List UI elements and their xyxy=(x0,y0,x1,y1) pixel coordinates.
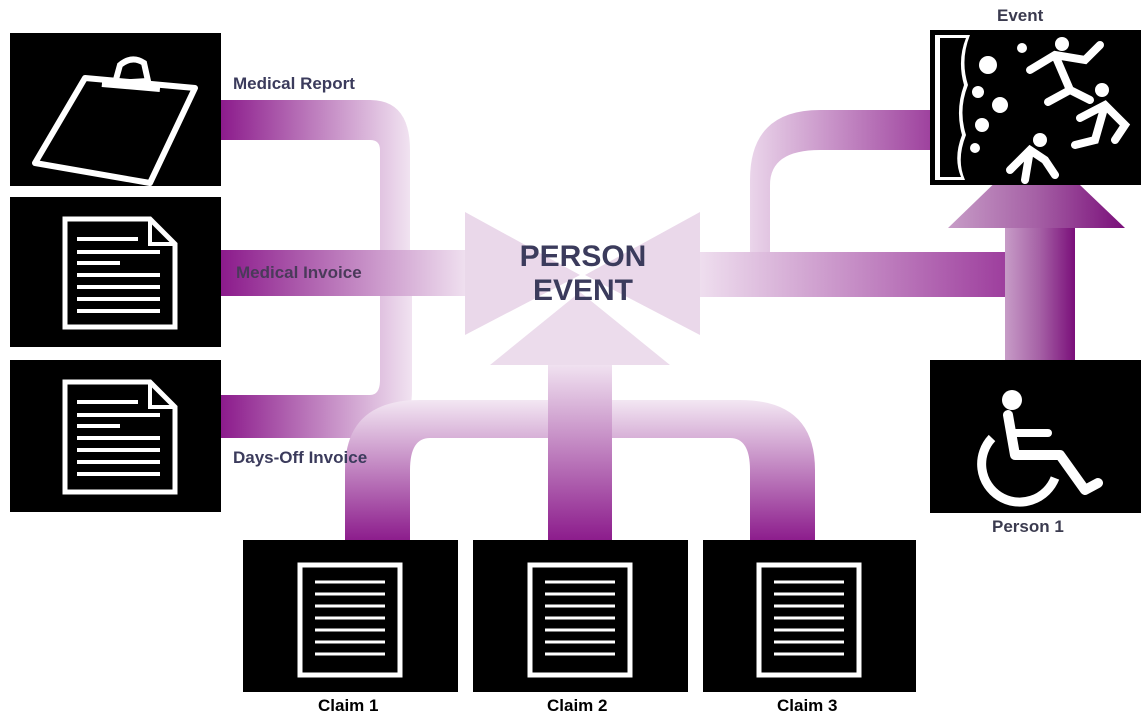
arrowhead-left xyxy=(465,212,580,335)
claim-document-icon xyxy=(756,562,862,678)
center-line-2: EVENT xyxy=(532,274,634,307)
event-label: Event xyxy=(997,6,1044,25)
medical-report-label: Medical Report xyxy=(233,74,355,93)
medical-report-box xyxy=(10,33,221,186)
medical-invoice-label: Medical Invoice xyxy=(236,263,362,282)
claim-document-icon xyxy=(527,562,633,678)
document-icon xyxy=(62,379,178,495)
days-off-invoice-box xyxy=(10,360,221,512)
medical-invoice-box xyxy=(10,197,221,347)
center-line-1: PERSON xyxy=(519,240,647,273)
flow-claim-3 xyxy=(600,400,815,542)
claim-1-label: Claim 1 xyxy=(318,696,379,715)
claim-1-box xyxy=(243,540,458,692)
claim-document-icon xyxy=(297,562,403,678)
flow-claim-1 xyxy=(345,400,560,542)
flow-person-up xyxy=(1005,225,1075,365)
claim-2-box xyxy=(473,540,688,692)
claim-3-box xyxy=(703,540,916,692)
event-people-icon xyxy=(935,35,1131,184)
person-1-label: Person 1 xyxy=(992,517,1064,536)
wheelchair-icon xyxy=(977,390,1103,507)
claim-2-label: Claim 2 xyxy=(547,696,608,715)
days-off-invoice-label: Days-Off Invoice xyxy=(233,448,368,467)
arrowhead-to-event xyxy=(948,143,1125,228)
flow-event xyxy=(750,110,940,252)
event-box xyxy=(930,30,1141,185)
document-icon xyxy=(62,216,178,330)
person-1-box xyxy=(930,360,1141,513)
clipboard-icon xyxy=(32,56,198,186)
claim-3-label: Claim 3 xyxy=(777,696,838,715)
arrowhead-up xyxy=(490,292,670,365)
flow-medical-report xyxy=(220,100,410,250)
flow-claim-2 xyxy=(548,360,612,542)
center-label: PERSON EVENT xyxy=(468,240,698,308)
arrowhead-right xyxy=(585,212,700,335)
flow-medical-invoice xyxy=(220,250,470,296)
